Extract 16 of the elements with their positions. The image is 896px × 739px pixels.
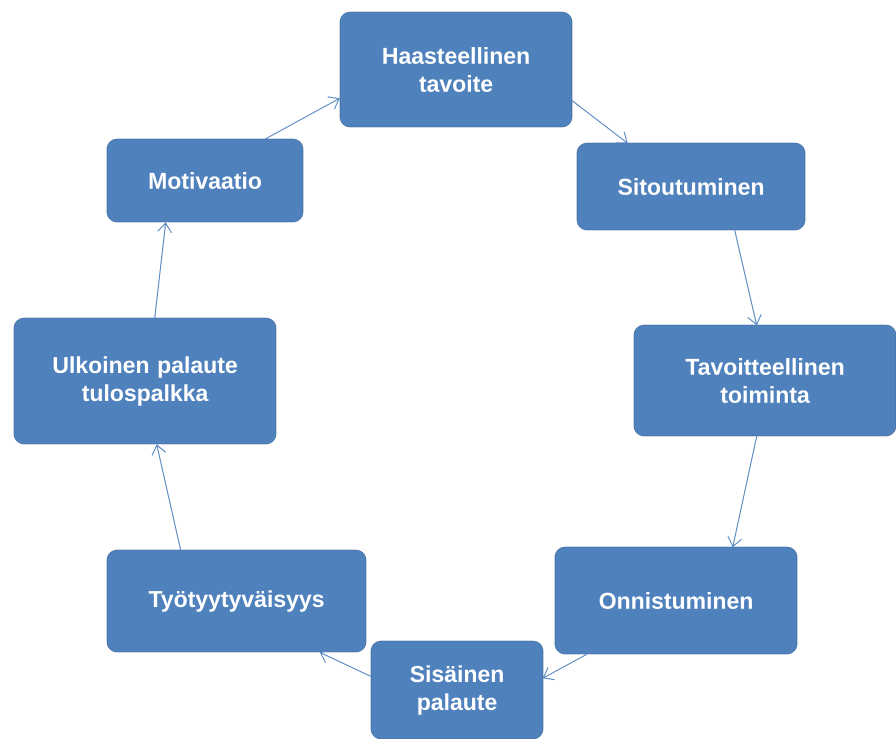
process-box: Onnistuminen: [554, 546, 798, 654]
process-box: Tavoitteellinen toiminta: [634, 324, 896, 436]
arrow: [734, 230, 762, 326]
arrow: [264, 96, 340, 140]
process-box: Motivaatio: [106, 138, 304, 222]
arrow: [542, 654, 588, 680]
process-box: Sisäinen palaute: [370, 640, 544, 739]
process-box: Työtyytyväisyys: [106, 550, 366, 652]
arrow: [154, 222, 172, 319]
process-box: Haasteellinen tavoite: [340, 12, 572, 128]
arrow: [320, 650, 372, 677]
arrow: [571, 100, 628, 144]
process-box: Ulkoinen palaute tulospalkka: [14, 318, 276, 444]
arrow: [727, 436, 758, 548]
arrow: [152, 444, 182, 551]
process-box: Sitoutuminen: [576, 142, 806, 230]
